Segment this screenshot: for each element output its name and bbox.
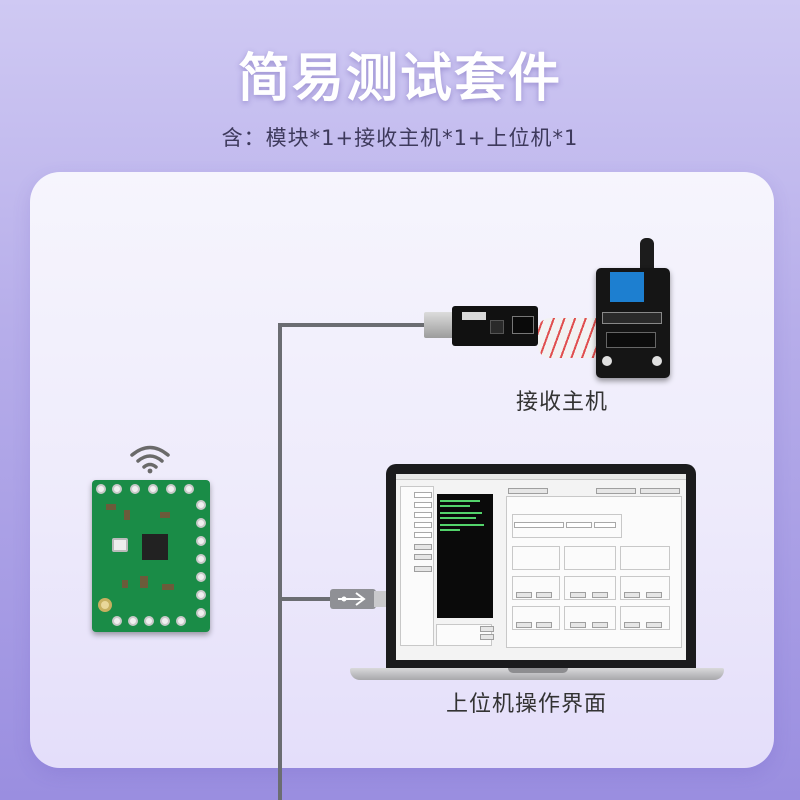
receiver-host-board bbox=[596, 268, 670, 378]
page-subtitle: 含：模块*1+接收主机*1+上位机*1 bbox=[221, 126, 579, 150]
cable-to-dongle bbox=[278, 323, 426, 327]
usb-icon bbox=[330, 589, 388, 609]
software-caption: 上位机操作界面 bbox=[446, 692, 608, 717]
page-title: 简易测试套件 bbox=[237, 49, 562, 109]
wifi-signal-icon bbox=[130, 445, 170, 474]
laptop-base bbox=[350, 668, 724, 680]
receiver-caption: 接收主机 bbox=[516, 390, 609, 415]
usb-serial-dongle bbox=[452, 306, 538, 346]
cable-to-laptop bbox=[278, 597, 338, 601]
laptop-notch bbox=[508, 668, 568, 673]
cable-vertical bbox=[278, 323, 282, 800]
software-terminal bbox=[437, 494, 493, 618]
wireless-module bbox=[92, 480, 210, 632]
